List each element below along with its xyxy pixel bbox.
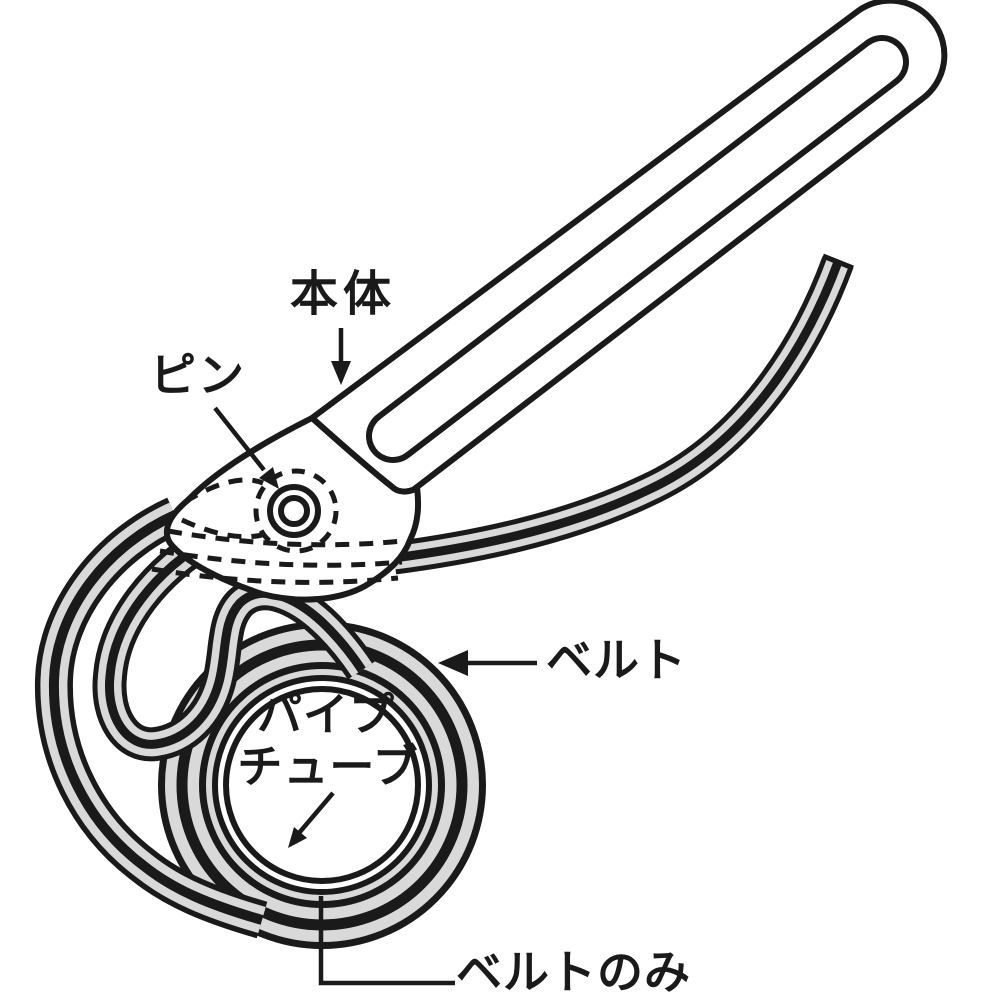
hidden-belt-upper-dash xyxy=(183,477,264,505)
pipe-arrowhead-icon xyxy=(288,827,307,848)
label-pipe-line2: チューブ xyxy=(237,741,419,792)
label-belt-only: ベルトのみ xyxy=(456,946,691,998)
pin-inner-hole xyxy=(278,495,310,527)
pivot-pin xyxy=(267,484,321,538)
label-pipe-line1: パイプ xyxy=(256,689,396,740)
pin-arrow xyxy=(213,406,279,489)
pipe-arrow xyxy=(288,791,335,848)
hidden-belt-strand-dash-1 xyxy=(167,528,404,548)
hidden-belt-strand-dash-3 xyxy=(151,566,399,585)
belt-tail xyxy=(394,256,853,558)
belt-arrow xyxy=(438,650,537,676)
belt-only-leader-line xyxy=(318,896,455,986)
handle-slot-hole xyxy=(372,41,903,457)
label-pin: ピン xyxy=(150,349,246,401)
pipe-inner-wall xyxy=(223,686,421,884)
label-body: 本体 xyxy=(289,268,397,321)
pipe-outer-wall xyxy=(212,675,432,895)
hidden-belt-lower-dash xyxy=(180,517,263,540)
hidden-belt-dashes xyxy=(151,468,404,585)
hidden-belt-around-pin-dash xyxy=(253,468,339,554)
callouts xyxy=(213,328,537,986)
pipe-face xyxy=(218,681,426,889)
body-arrow xyxy=(331,328,351,385)
pin-arrowhead-icon xyxy=(259,467,279,489)
pipe-arrow-line xyxy=(297,791,335,835)
hidden-belt-strand-dash-2 xyxy=(159,548,403,568)
pin-arrow-line xyxy=(213,406,266,472)
handle xyxy=(309,0,948,495)
belt-arrowhead-icon xyxy=(438,650,468,676)
body-arrowhead-icon xyxy=(331,361,351,385)
label-belt: ベルト xyxy=(546,634,687,686)
belt-tail-end-cut xyxy=(822,253,854,271)
